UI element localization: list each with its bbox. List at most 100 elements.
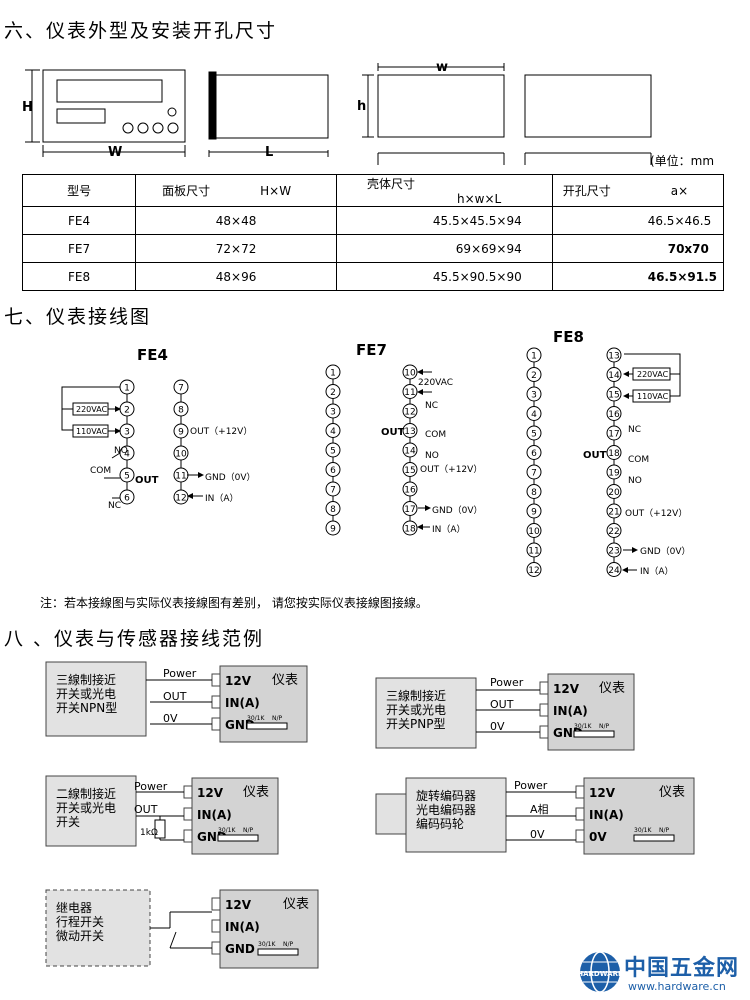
terminal-pin xyxy=(526,406,542,421)
outline-diagrams: H W L w h (单位：mm xyxy=(22,60,714,168)
terminal-pin xyxy=(606,386,622,402)
terminal-pin xyxy=(526,367,542,382)
wire-label: OUT xyxy=(134,803,158,816)
terminal-pin xyxy=(173,445,189,461)
switch-contact xyxy=(169,931,177,949)
cell-cutout: 70x70 xyxy=(551,234,725,263)
terminal-pin xyxy=(526,542,542,558)
col-shell: 壳体尺寸 xyxy=(367,177,416,191)
sensor-pnp-box xyxy=(375,677,477,749)
meter-title: 仪表 xyxy=(243,785,269,800)
sensor-label: 开关或光电 xyxy=(56,801,116,815)
fe7-nc: NC xyxy=(425,401,438,411)
pin-number: 15 xyxy=(608,391,619,401)
cell-panel: 48×48 xyxy=(135,206,338,235)
pin-number: 6 xyxy=(124,494,130,504)
fe4-gnd: GND（0V） xyxy=(205,472,256,483)
fe4-com: COM xyxy=(90,466,111,476)
terminal-pin xyxy=(526,445,542,460)
unit-label: (单位：mm xyxy=(650,153,714,168)
cell-cutout: 46.5×46.5 xyxy=(551,206,725,235)
cell-model: FE8 xyxy=(21,262,137,291)
site-logo[interactable]: HARDWARE 中国五金网 www.hardware.cn xyxy=(578,950,748,996)
pin-number: 14 xyxy=(404,447,416,457)
terminal-pin xyxy=(402,423,418,438)
dim-h: h xyxy=(357,99,366,114)
pin-number: 3 xyxy=(330,408,336,418)
dip-switch[interactable] xyxy=(633,834,675,842)
fe4-110: 110VAC xyxy=(76,427,108,436)
terminal-pin xyxy=(325,442,341,458)
fe8-out: OUT xyxy=(583,450,607,461)
pin-number: 22 xyxy=(608,527,619,537)
dim-L: L xyxy=(265,145,273,160)
dip-label-1: 30/1K xyxy=(258,941,276,948)
pin-number: 4 xyxy=(531,410,537,420)
wire-label: 0V xyxy=(490,720,505,733)
meter-pin-label: GND xyxy=(225,942,255,956)
fe8-in: IN（A） xyxy=(640,566,674,577)
meter-terminal xyxy=(575,785,585,799)
pin-number: 12 xyxy=(175,494,186,504)
dip-switch[interactable] xyxy=(257,948,299,956)
terminal-pin xyxy=(606,425,622,441)
terminal-pin xyxy=(606,464,622,480)
wire-label: OUT xyxy=(490,698,514,711)
pin-number: 4 xyxy=(330,427,336,437)
pin-number: 17 xyxy=(608,430,619,440)
dip-label-2: N/P xyxy=(243,827,254,834)
terminal-pin xyxy=(402,501,418,516)
pin-number: 16 xyxy=(404,486,416,496)
fe8-com: COM xyxy=(628,455,649,465)
cell-shell: 45.5×90.5×90 xyxy=(336,262,553,291)
fe4-nc: NC xyxy=(108,501,121,511)
terminal-pin xyxy=(526,562,542,577)
dip-switch[interactable] xyxy=(573,730,615,738)
terminal-pin xyxy=(606,562,622,577)
terminal-pin xyxy=(402,403,418,419)
terminal-pin xyxy=(325,384,341,399)
meter-terminal xyxy=(211,717,221,731)
dip-switch[interactable] xyxy=(217,834,259,842)
sensor-npn-box xyxy=(45,661,147,737)
terminal-pin xyxy=(173,401,189,417)
pin-number: 6 xyxy=(330,466,336,476)
sensor-label: 行程开关 xyxy=(56,914,104,929)
fe8-title: FE8 xyxy=(553,328,584,346)
pin-number: 2 xyxy=(330,388,336,398)
dip-label-1: 30/1K xyxy=(247,715,265,722)
pin-number: 17 xyxy=(404,505,415,515)
meter-terminal xyxy=(211,919,221,933)
meter-terminal xyxy=(539,703,549,717)
sensor-2wire-box xyxy=(45,775,137,847)
cell-model: FE7 xyxy=(21,234,137,263)
dip-label-2: N/P xyxy=(283,941,294,948)
pin-number: 16 xyxy=(608,410,620,420)
meter-terminal xyxy=(183,829,193,843)
sensor-label: 开关或光电 xyxy=(386,703,446,717)
terminal-pin xyxy=(173,423,189,439)
pin-number: 7 xyxy=(178,384,184,394)
cell-panel: 48×96 xyxy=(135,262,338,291)
terminal-pin xyxy=(119,489,135,505)
terminal-pin xyxy=(325,364,341,380)
terminal-pin xyxy=(325,462,341,477)
dip-switch[interactable] xyxy=(246,722,288,730)
pin-number: 2 xyxy=(124,406,130,416)
terminal-pin xyxy=(606,367,622,382)
table-row: FE7 72×72 69×69×94 70x70 xyxy=(21,234,725,263)
dim-H: H xyxy=(22,100,33,115)
fe4-no: NO xyxy=(114,446,128,456)
terminal-pin xyxy=(606,406,622,421)
fe8-no: NO xyxy=(628,476,642,486)
meter-pin-label: 12V xyxy=(225,674,252,688)
fe4-out12: OUT（+12V） xyxy=(190,426,252,437)
resistor-label: 1kΩ xyxy=(140,828,158,838)
col-a: a× xyxy=(670,184,689,198)
meter-pin-label: 0V xyxy=(589,830,607,844)
pin-number: 6 xyxy=(531,449,537,459)
terminal-pin xyxy=(325,520,341,536)
